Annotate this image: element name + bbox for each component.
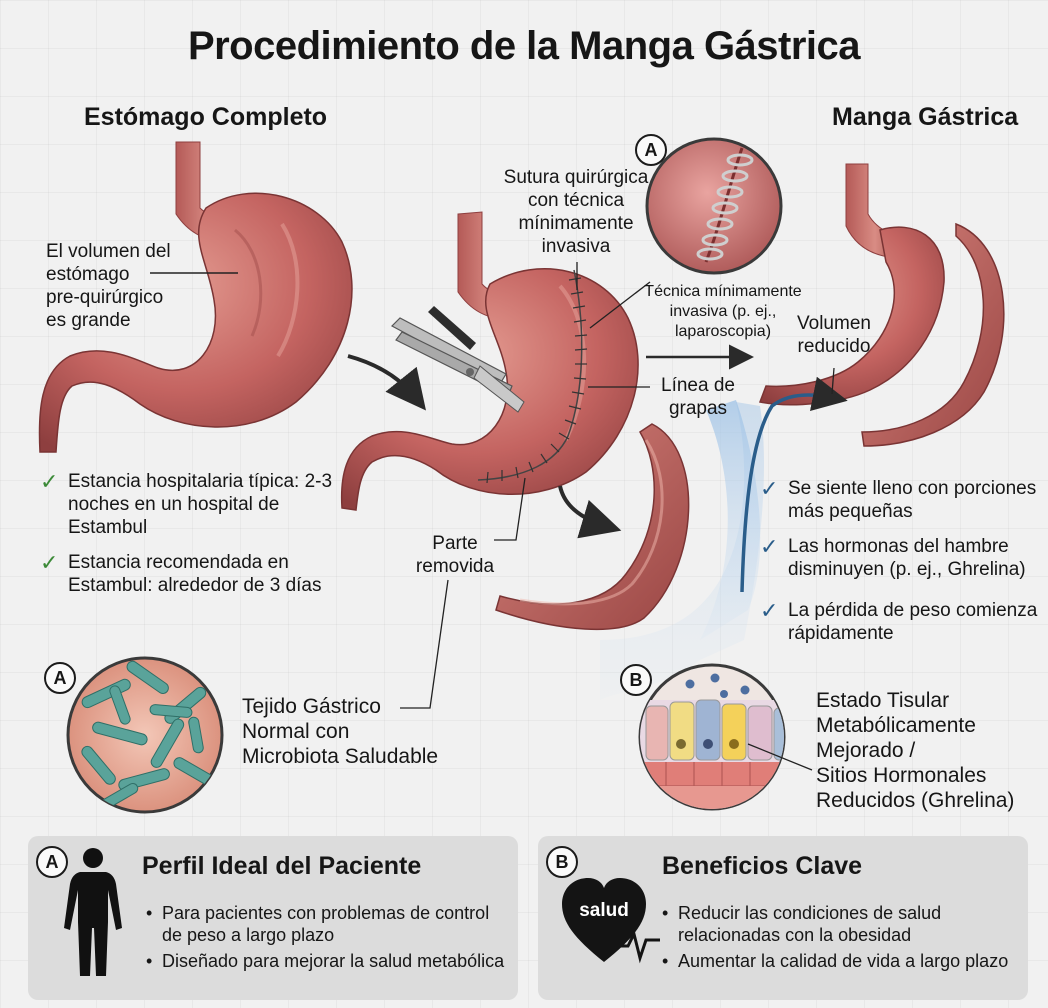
- check-icon: ✓: [760, 476, 779, 501]
- list-item: Reducir las condiciones de salud relacio…: [658, 902, 1024, 946]
- benefits-panel-title: Beneficios Clave: [662, 852, 863, 880]
- sleeve-effects-list: ✓Se siente lleno con porciones más peque…: [760, 477, 1044, 657]
- removed-part-illustration: [495, 423, 690, 631]
- patient-profile-panel: A Perfil Ideal del Paciente Para pacient…: [28, 836, 518, 1000]
- list-item: ✓Estancia recomendada en Estambul: alred…: [40, 550, 322, 596]
- page-title: Procedimiento de la Manga Gástrica: [187, 24, 861, 68]
- list-item: ✓Se siente lleno con porciones más peque…: [760, 476, 1037, 522]
- check-icon: ✓: [40, 469, 59, 494]
- reduced-volume-label: Volumen reducido: [797, 313, 871, 357]
- surgical-stapler-icon: [391, 306, 525, 413]
- heart-pulse-icon: salud: [562, 876, 662, 966]
- hospital-stay-list: ✓Estancia hospitalaria típica: 2-3 noche…: [40, 470, 340, 609]
- healthy-tissue-label: Tejido Gástrico Normal con Microbiota Sa…: [242, 695, 439, 768]
- person-silhouette-icon: [64, 848, 122, 976]
- suture-inset-badge: A: [635, 134, 667, 166]
- microbiota-inset-badge: A: [44, 662, 76, 694]
- list-item: ✓La pérdida de peso comienza rápidamente: [760, 598, 1038, 644]
- gastric-sleeve-heading: Manga Gástrica: [832, 103, 1019, 131]
- stapled-stomach-illustration: [340, 211, 639, 511]
- list-item: Aumentar la calidad de vida a largo plaz…: [658, 950, 1024, 972]
- check-icon: ✓: [40, 550, 59, 575]
- check-icon: ✓: [760, 534, 779, 559]
- full-stomach-heading: Estómago Completo: [84, 103, 328, 131]
- patient-panel-title: Perfil Ideal del Paciente: [142, 852, 422, 880]
- cells-inset-badge: B: [620, 664, 652, 696]
- check-icon: ✓: [760, 598, 779, 623]
- removed-part-label: Parte removida: [415, 533, 495, 577]
- gastric-sleeve-illustration: [758, 163, 1005, 447]
- key-benefits-panel: B salud Beneficios Clave Reducir las con…: [538, 836, 1028, 1000]
- list-item: ✓Las hormonas del hambre disminuyen (p. …: [760, 534, 1026, 580]
- staple-line-label: Línea de grapas: [661, 375, 735, 419]
- full-stomach-illustration: [38, 141, 353, 453]
- cells-inset: [638, 663, 786, 811]
- suture-label: Sutura quirúrgica con técnica mínimament…: [503, 167, 649, 257]
- patient-panel-badge: A: [36, 846, 68, 878]
- microbiota-inset: [66, 656, 224, 814]
- list-item: ✓Estancia hospitalaria típica: 2-3 noche…: [40, 469, 333, 538]
- improved-tissue-label: Estado Tisular Metabólicamente Mejorado …: [816, 689, 1015, 812]
- list-item: Diseñado para mejorar la salud metabólic…: [142, 950, 512, 972]
- pre-surgery-volume-label: El volumen del estómago pre-quirúrgico e…: [46, 241, 171, 331]
- technique-label: Técnica mínimamente invasiva (p. ej., la…: [644, 283, 802, 340]
- benefits-list: Reducir las condiciones de salud relacio…: [658, 902, 1024, 976]
- list-item: Para pacientes con problemas de control …: [142, 902, 512, 946]
- benefits-panel-badge: B: [546, 846, 578, 878]
- suture-inset: [645, 137, 783, 275]
- patient-profile-list: Para pacientes con problemas de control …: [142, 902, 512, 976]
